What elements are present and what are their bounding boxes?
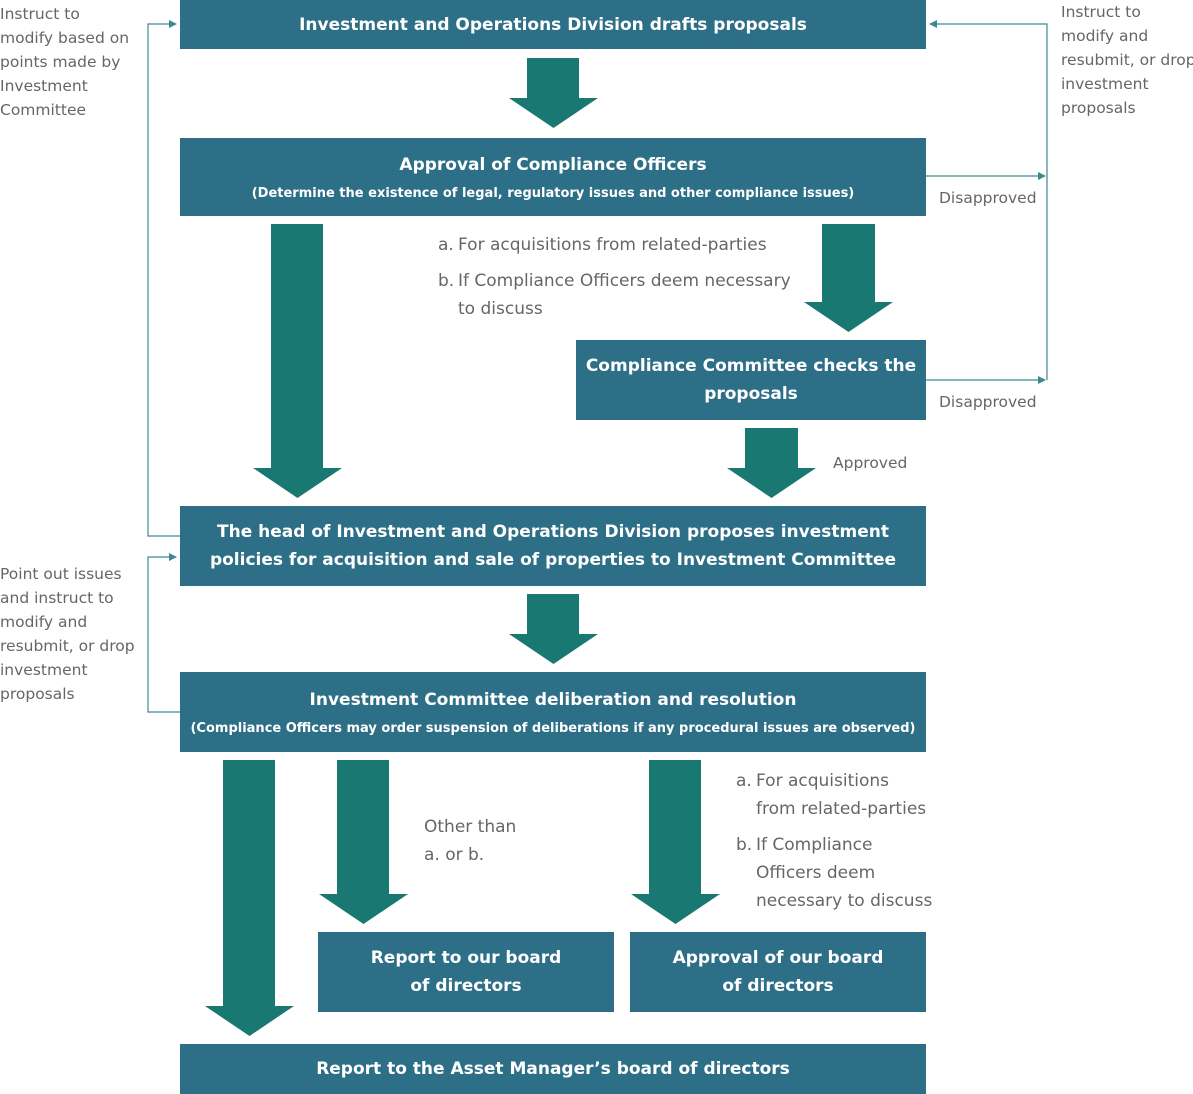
approval-board-box: Approval of our board of directors [630,932,926,1012]
drafts-proposals-text: Investment and Operations Division draft… [299,14,807,35]
conditions-bottom: a. For acquisitions from related-parties… [736,767,932,915]
condition-a-marker: a. [736,771,752,791]
side-note-line: Point out issues [0,565,122,583]
side-note-line: resubmit, or drop [0,637,135,655]
side-note-line: proposals [1061,99,1136,117]
side-note-line: investment [1061,75,1149,93]
other-than-note: Other than a. or b. [424,813,516,869]
side-note-line: modify and [0,613,88,631]
condition-b-line: necessary to discuss [756,891,933,911]
arrow-to-asset-manager [205,760,294,1036]
arrow-to-approval-board [631,760,720,924]
investment-committee-title: Investment Committee deliberation and re… [309,690,797,710]
arrow-drafts-to-officers [509,58,598,128]
side-note-line: resubmit, or drop [1061,51,1193,69]
side-note-line: Committee [0,101,87,119]
arrow-head-to-investment-committee [509,594,598,664]
approval-board-line1: Approval of our board [672,948,884,968]
connector-point-out-loop [147,553,180,713]
report-asset-manager-text: Report to the Asset Manager’s board of d… [316,1059,790,1079]
drafts-proposals-box: Investment and Operations Division draft… [180,0,926,49]
head-proposes-box: The head of Investment and Operations Di… [180,506,926,586]
condition-b-line: to discuss [458,299,543,319]
approved-label: Approved [833,454,908,472]
compliance-officers-subtitle: (Determine the existence of legal, regul… [251,186,855,201]
compliance-officers-title: Approval of Compliance Officers [399,155,707,175]
approval-board-line2: of directors [722,976,834,996]
side-note-resubmit-right: Instruct to modify and resubmit, or drop… [1061,0,1193,120]
other-than-line: a. or b. [424,845,485,865]
report-asset-manager-box: Report to the Asset Manager’s board of d… [180,1044,926,1094]
condition-a-line: For acquisitions [756,771,890,791]
condition-a-text: For acquisitions from related-parties [458,235,767,255]
compliance-officers-box: Approval of Compliance Officers (Determi… [180,138,926,216]
side-note-line: investment [0,661,88,679]
condition-a: a. For acquisitions from related-parties [438,231,791,259]
condition-b: b. If Compliance Officers deem necessary… [736,831,932,915]
compliance-committee-box: Compliance Committee checks the proposal… [576,340,926,420]
side-note-line: and instruct to [0,589,114,607]
connector-right-vertical [929,20,1048,380]
investment-committee-box: Investment Committee deliberation and re… [180,672,926,752]
side-note-line: Investment [0,77,88,95]
connector-modify-loop [147,20,180,537]
condition-b-marker: b. [736,835,753,855]
condition-a-text: For acquisitions from related-parties [756,767,926,823]
condition-a: a. For acquisitions from related-parties [736,767,932,823]
side-note-line: points made by [0,53,121,71]
side-note-line: modify and [1061,27,1149,45]
compliance-committee-line2: proposals [704,384,798,404]
side-note-line: Instruct to [0,5,80,23]
investment-committee-subtitle: (Compliance Officers may order suspensio… [190,721,916,736]
condition-b-line: If Compliance [756,835,873,855]
condition-a-marker: a. [438,235,454,255]
condition-b-text: If Compliance Officers deem necessary to… [756,831,932,915]
side-note-point-out-issues: Point out issues and instruct to modify … [0,562,135,706]
disapproved-label-2: Disapproved [939,393,1037,411]
other-than-line: Other than [424,817,517,837]
disapproved-label-1: Disapproved [939,189,1037,207]
condition-b-line: If Compliance Officers deem necessary [458,271,791,291]
condition-b: b. If Compliance Officers deem necessary… [438,267,791,323]
condition-a-line: from related-parties [756,799,927,819]
arrow-committee-approved [727,428,816,498]
head-proposes-line1: The head of Investment and Operations Di… [217,522,889,542]
head-proposes-line2: policies for acquisition and sale of pro… [209,550,897,570]
report-board-line1: Report to our board [370,948,562,968]
compliance-committee-line1: Compliance Committee checks the [585,356,917,376]
condition-b-line: Officers deem [756,863,876,883]
arrow-officers-to-head [253,224,342,498]
arrow-officers-to-committee [804,224,893,332]
side-note-line: Instruct to [1061,3,1141,21]
report-board-line2: of directors [410,976,522,996]
condition-b-text: If Compliance Officers deem necessary to… [458,267,791,323]
arrow-to-report-board [319,760,408,924]
side-note-modify-investment-committee: Instruct to modify based on points made … [0,2,129,122]
side-note-line: modify based on [0,29,130,47]
report-board-box: Report to our board of directors [318,932,614,1012]
condition-b-marker: b. [438,271,455,291]
conditions-top: a. For acquisitions from related-parties… [438,231,791,323]
side-note-line: proposals [0,685,75,703]
